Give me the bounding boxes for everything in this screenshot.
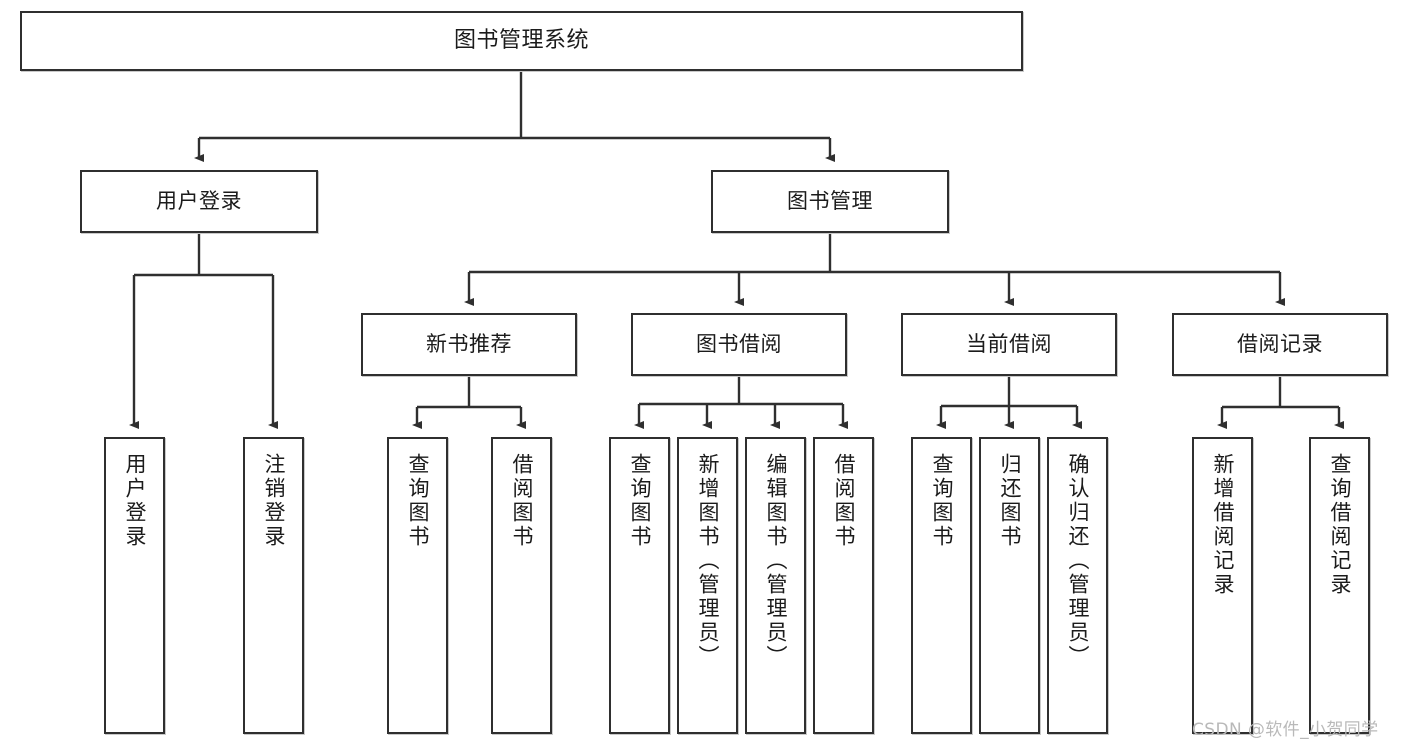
node-root-book-management-system[interactable]: 图书管理系统 bbox=[20, 11, 1023, 71]
node-book-manage[interactable]: 图书管理 bbox=[711, 170, 949, 233]
node-book-borrow[interactable]: 图书借阅 bbox=[631, 313, 847, 376]
node-user-login[interactable]: 用户登录 bbox=[80, 170, 318, 233]
node-leaf-borrow-book-1-label: 借阅图书 bbox=[510, 453, 534, 549]
node-leaf-query-book-1[interactable]: 查询图书 bbox=[387, 437, 448, 734]
node-leaf-logout-login-label: 注销登录 bbox=[262, 453, 286, 549]
node-borrow-record-label: 借阅记录 bbox=[1237, 331, 1323, 356]
node-leaf-borrow-book-2-label: 借阅图书 bbox=[832, 453, 856, 549]
node-leaf-borrow-book-2[interactable]: 借阅图书 bbox=[813, 437, 874, 734]
node-leaf-confirm-return-admin-label: 确认归还（管理员） bbox=[1066, 453, 1090, 669]
node-leaf-user-login[interactable]: 用户登录 bbox=[104, 437, 165, 734]
node-current-borrow[interactable]: 当前借阅 bbox=[901, 313, 1117, 376]
node-leaf-query-book-1-label: 查询图书 bbox=[406, 453, 430, 549]
node-root-label: 图书管理系统 bbox=[453, 27, 589, 53]
node-user-login-label: 用户登录 bbox=[156, 188, 242, 213]
node-leaf-add-book-admin[interactable]: 新增图书（管理员） bbox=[677, 437, 738, 734]
node-leaf-query-borrow-record[interactable]: 查询借阅记录 bbox=[1309, 437, 1370, 734]
node-leaf-user-login-label: 用户登录 bbox=[123, 453, 147, 549]
node-leaf-logout-login[interactable]: 注销登录 bbox=[243, 437, 304, 734]
node-leaf-add-borrow-record[interactable]: 新增借阅记录 bbox=[1192, 437, 1253, 734]
node-leaf-query-book-2-label: 查询图书 bbox=[628, 453, 652, 549]
node-leaf-query-book-3[interactable]: 查询图书 bbox=[911, 437, 972, 734]
node-leaf-add-borrow-record-label: 新增借阅记录 bbox=[1211, 453, 1235, 597]
node-leaf-edit-book-admin[interactable]: 编辑图书（管理员） bbox=[745, 437, 806, 734]
node-leaf-query-borrow-record-label: 查询借阅记录 bbox=[1328, 453, 1352, 597]
node-leaf-edit-book-admin-label: 编辑图书（管理员） bbox=[764, 453, 788, 669]
node-new-book-recommend-label: 新书推荐 bbox=[426, 331, 512, 356]
node-leaf-add-book-admin-label: 新增图书（管理员） bbox=[696, 453, 720, 669]
node-leaf-confirm-return-admin[interactable]: 确认归还（管理员） bbox=[1047, 437, 1108, 734]
node-new-book-recommend[interactable]: 新书推荐 bbox=[361, 313, 577, 376]
node-leaf-return-book-label: 归还图书 bbox=[998, 453, 1022, 549]
node-leaf-return-book[interactable]: 归还图书 bbox=[979, 437, 1040, 734]
node-leaf-borrow-book-1[interactable]: 借阅图书 bbox=[491, 437, 552, 734]
node-book-borrow-label: 图书借阅 bbox=[696, 331, 782, 356]
node-borrow-record[interactable]: 借阅记录 bbox=[1172, 313, 1388, 376]
node-current-borrow-label: 当前借阅 bbox=[966, 331, 1052, 356]
node-book-manage-label: 图书管理 bbox=[787, 188, 873, 213]
node-leaf-query-book-2[interactable]: 查询图书 bbox=[609, 437, 670, 734]
csdn-watermark: CSDN @软件_小贺同学 bbox=[1192, 720, 1379, 740]
node-leaf-query-book-3-label: 查询图书 bbox=[930, 453, 954, 549]
